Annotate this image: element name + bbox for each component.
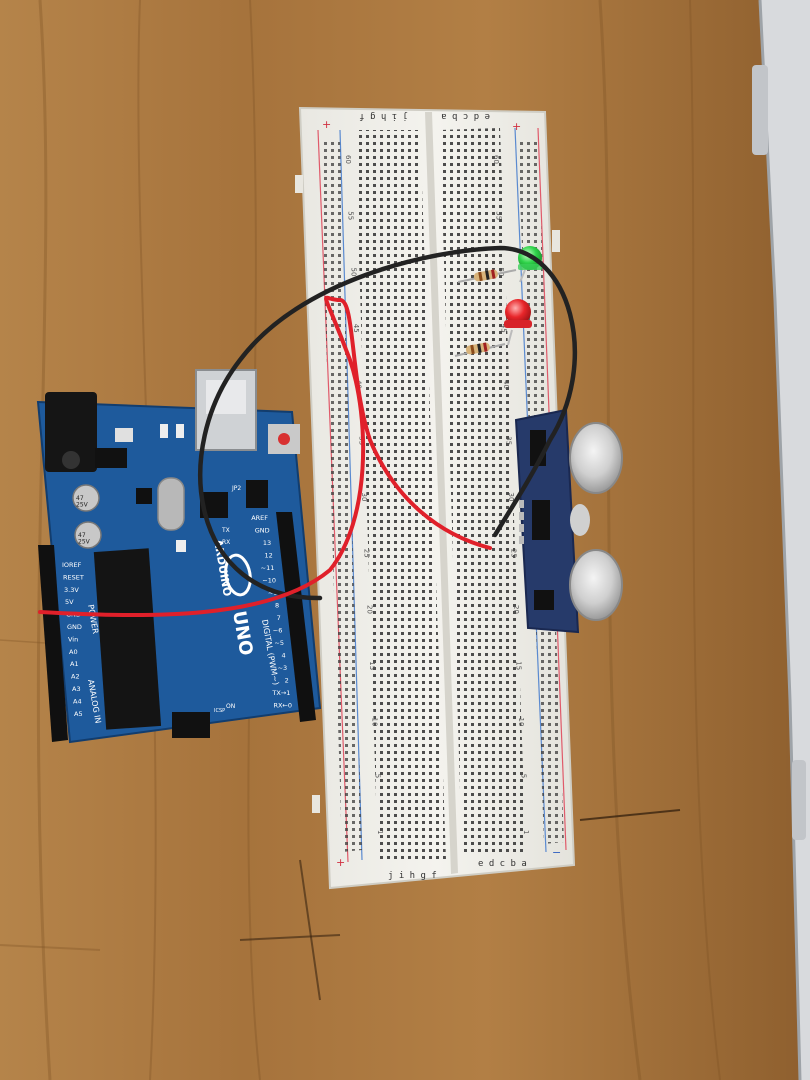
pin-label-d2: 2 (285, 677, 289, 685)
pin-label-ioref: IOREF (62, 561, 82, 569)
row-number-right-40: 40 (502, 380, 510, 389)
red-led (504, 299, 532, 346)
jp2-header: JP2 (231, 480, 268, 508)
laptop-edge (752, 0, 810, 1080)
pin-label-d8: 8 (275, 602, 279, 610)
pin-label-tx: TX→1 (271, 689, 290, 697)
resistor-top (457, 269, 517, 283)
pin-label-d7: 7 (277, 614, 281, 622)
row-number-left-1: 1 (376, 830, 384, 834)
atmega-chip (93, 548, 162, 730)
pin-label-gnd: GND (255, 527, 270, 535)
icsp-header: ICSP (172, 708, 225, 738)
row-number-right-25: 25 (510, 549, 518, 558)
pin-label-d11: ~11 (261, 564, 275, 572)
row-number-right-30: 30 (507, 493, 515, 502)
breadboard-letters-bottom-left: j i h g f (388, 871, 437, 881)
row-number-right-10: 10 (517, 718, 525, 727)
pin-label-d4: 4 (281, 652, 285, 660)
row-number-left-30: 30 (360, 493, 368, 502)
pin-label-a5: A5 (74, 710, 83, 718)
pin-label-reset: RESET (63, 573, 84, 581)
pin-label-a1: A1 (70, 660, 79, 668)
rail-plus-bottom-left: + (336, 856, 345, 869)
pin-label-d5: ~5 (274, 639, 284, 647)
svg-text:JP2: JP2 (231, 485, 241, 492)
row-number-right-20: 20 (512, 605, 520, 614)
row-number-right-5: 5 (520, 774, 528, 778)
pin-label-d10: ~10 (262, 577, 276, 585)
row-number-left-20: 20 (365, 605, 373, 614)
pin-label-d3: ~3 (278, 664, 288, 672)
arduino-logo (224, 553, 252, 597)
row-number-left-10: 10 (371, 718, 379, 727)
ultrasonic-sensor (514, 408, 623, 634)
rail-minus-bottom-right: − (552, 846, 561, 859)
pin-label-v5: 5V (65, 598, 74, 606)
pin-label-gnd2: GND (67, 623, 82, 631)
pin-label-d6: ~6 (273, 627, 283, 635)
pin-label-a2: A2 (71, 673, 80, 681)
red-wire (38, 295, 492, 618)
rail-plus-top-right: + (512, 120, 521, 133)
pin-label-a4: A4 (73, 697, 82, 705)
on-led-label: ON (226, 703, 235, 710)
breadboard-letters-top-left: j i h g f (359, 111, 408, 121)
pin-label-vin: Vin (68, 635, 78, 643)
row-number-right-50: 50 (497, 268, 505, 277)
row-number-right-15: 15 (515, 661, 523, 670)
pin-label-d13: 13 (263, 539, 271, 547)
pin-label-d12: 12 (265, 552, 273, 560)
rail-plus-top-left: + (322, 118, 331, 131)
svg-text:ICSP: ICSP (214, 708, 225, 714)
row-number-right-60: 60 (492, 155, 500, 164)
row-number-right-35: 35 (505, 436, 513, 445)
black-wire (198, 245, 578, 601)
pin-label-rx: RX←0 (273, 702, 292, 710)
row-number-left-25: 25 (363, 549, 371, 558)
breadboard: j i h g f e d c b a j i h g f e d c b a … (295, 106, 576, 890)
power-jack (45, 392, 97, 472)
row-number-left-15: 15 (368, 661, 376, 670)
breadboard-letters-top-right: e d c b a (441, 111, 490, 121)
row-number-left-60: 60 (344, 155, 352, 164)
pin-label-a3: A3 (72, 685, 81, 693)
pin-label-v33: 3.3V (64, 586, 79, 594)
power-analog-header (38, 545, 68, 742)
resistor-bottom (454, 342, 506, 357)
row-number-left-45: 45 (352, 324, 360, 333)
breadboard-letters-bottom-right: e d c b a (478, 859, 527, 869)
digital-header (276, 512, 316, 722)
breadboard-holes (320, 128, 564, 862)
rx-led-label: RX (222, 539, 230, 546)
tx-led-label: TX (221, 527, 230, 534)
row-number-right-45: 45 (500, 324, 508, 333)
reset-button[interactable] (268, 424, 300, 454)
pin-label-aref: AREF (251, 514, 268, 522)
pin-label-a0: A0 (69, 648, 78, 656)
row-number-left-5: 5 (373, 774, 381, 778)
row-number-left-55: 55 (347, 211, 355, 220)
row-number-right-1: 1 (522, 830, 530, 834)
row-number-left-50: 50 (349, 268, 357, 277)
row-number-right-55: 55 (495, 211, 503, 220)
